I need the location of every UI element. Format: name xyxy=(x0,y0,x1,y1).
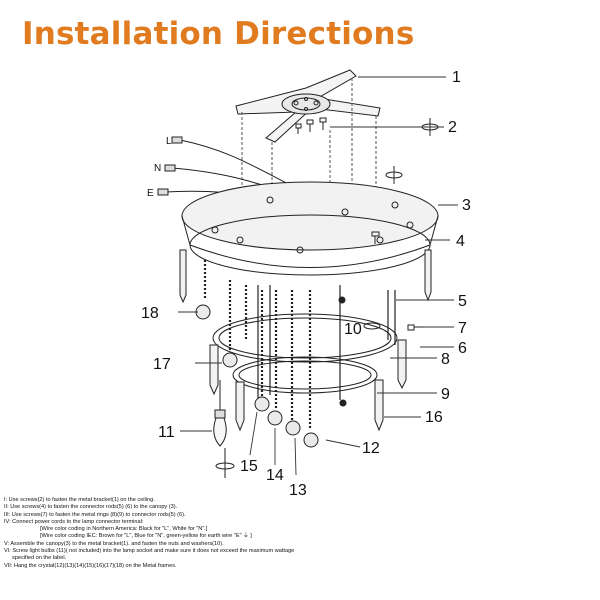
step-4-iec-coding: [Wire color coding IEC: Brown for "L", B… xyxy=(40,533,252,540)
connector-rods xyxy=(257,285,396,400)
metal-bracket xyxy=(235,69,381,143)
callout-17: 17 xyxy=(153,356,171,373)
callout-16: 16 xyxy=(425,409,443,426)
page-title: Installation Directions xyxy=(22,16,415,52)
callout-4: 4 xyxy=(456,233,465,250)
callout-10: 10 xyxy=(344,321,362,338)
callout-13: 13 xyxy=(289,482,307,495)
crystal-chains xyxy=(203,260,312,430)
crystal-balls xyxy=(195,304,319,448)
prism-crystals xyxy=(179,249,432,432)
installation-diagram: L N E 1 2 3 4 5 6 7 8 9 10 11 12 13 14 1… xyxy=(141,69,471,495)
callout-18: 18 xyxy=(141,305,159,322)
callout-6: 6 xyxy=(458,340,467,357)
step-6: VI: Screw light bulbs (11)( not included… xyxy=(4,548,295,555)
metal-ring-upper xyxy=(212,313,398,363)
step-4-na-coding: [Wire color coding in Northern America: … xyxy=(40,526,208,533)
light-bulb xyxy=(213,380,227,447)
ceiling-screws xyxy=(295,117,327,134)
callout-5: 5 xyxy=(458,293,467,310)
step-2: II: Use screws(4) to fasten the connecto… xyxy=(4,504,178,511)
canopy xyxy=(181,181,439,276)
callout-9: 9 xyxy=(441,386,450,403)
canopy-screws xyxy=(338,231,424,407)
step-4: IV: Connect power cords to the lamp conn… xyxy=(4,518,144,525)
wire-label-e: E xyxy=(147,188,154,199)
callout-15: 15 xyxy=(240,458,258,475)
callout-14: 14 xyxy=(266,467,284,484)
callout-1: 1 xyxy=(452,69,461,86)
step-6-cont: specified on the label. xyxy=(12,555,67,562)
callout-7: 7 xyxy=(458,320,467,337)
step-7: VII: Hang the crystal(12)(13)(14)(15)(16… xyxy=(4,562,177,569)
callout-3: 3 xyxy=(462,197,471,214)
step-1: I: Use screws(2) to fasten the metal bra… xyxy=(4,497,155,503)
rotate-arrow-top xyxy=(215,118,439,478)
wire-label-l: L xyxy=(166,136,172,147)
callout-12: 12 xyxy=(362,440,380,457)
step-3: III: Use screws(7) to fasten the metal r… xyxy=(4,511,186,518)
wire-label-n: N xyxy=(154,163,161,174)
step-5: V: Assemble the canopy(3) to the metal b… xyxy=(4,540,224,547)
metal-ring-lower xyxy=(232,356,378,394)
callout-11: 11 xyxy=(158,424,175,441)
instruction-steps: I: Use screws(2) to fasten the metal bra… xyxy=(4,497,596,570)
callout-8: 8 xyxy=(441,351,450,368)
callout-2: 2 xyxy=(448,119,457,136)
leader-lines xyxy=(178,76,458,476)
